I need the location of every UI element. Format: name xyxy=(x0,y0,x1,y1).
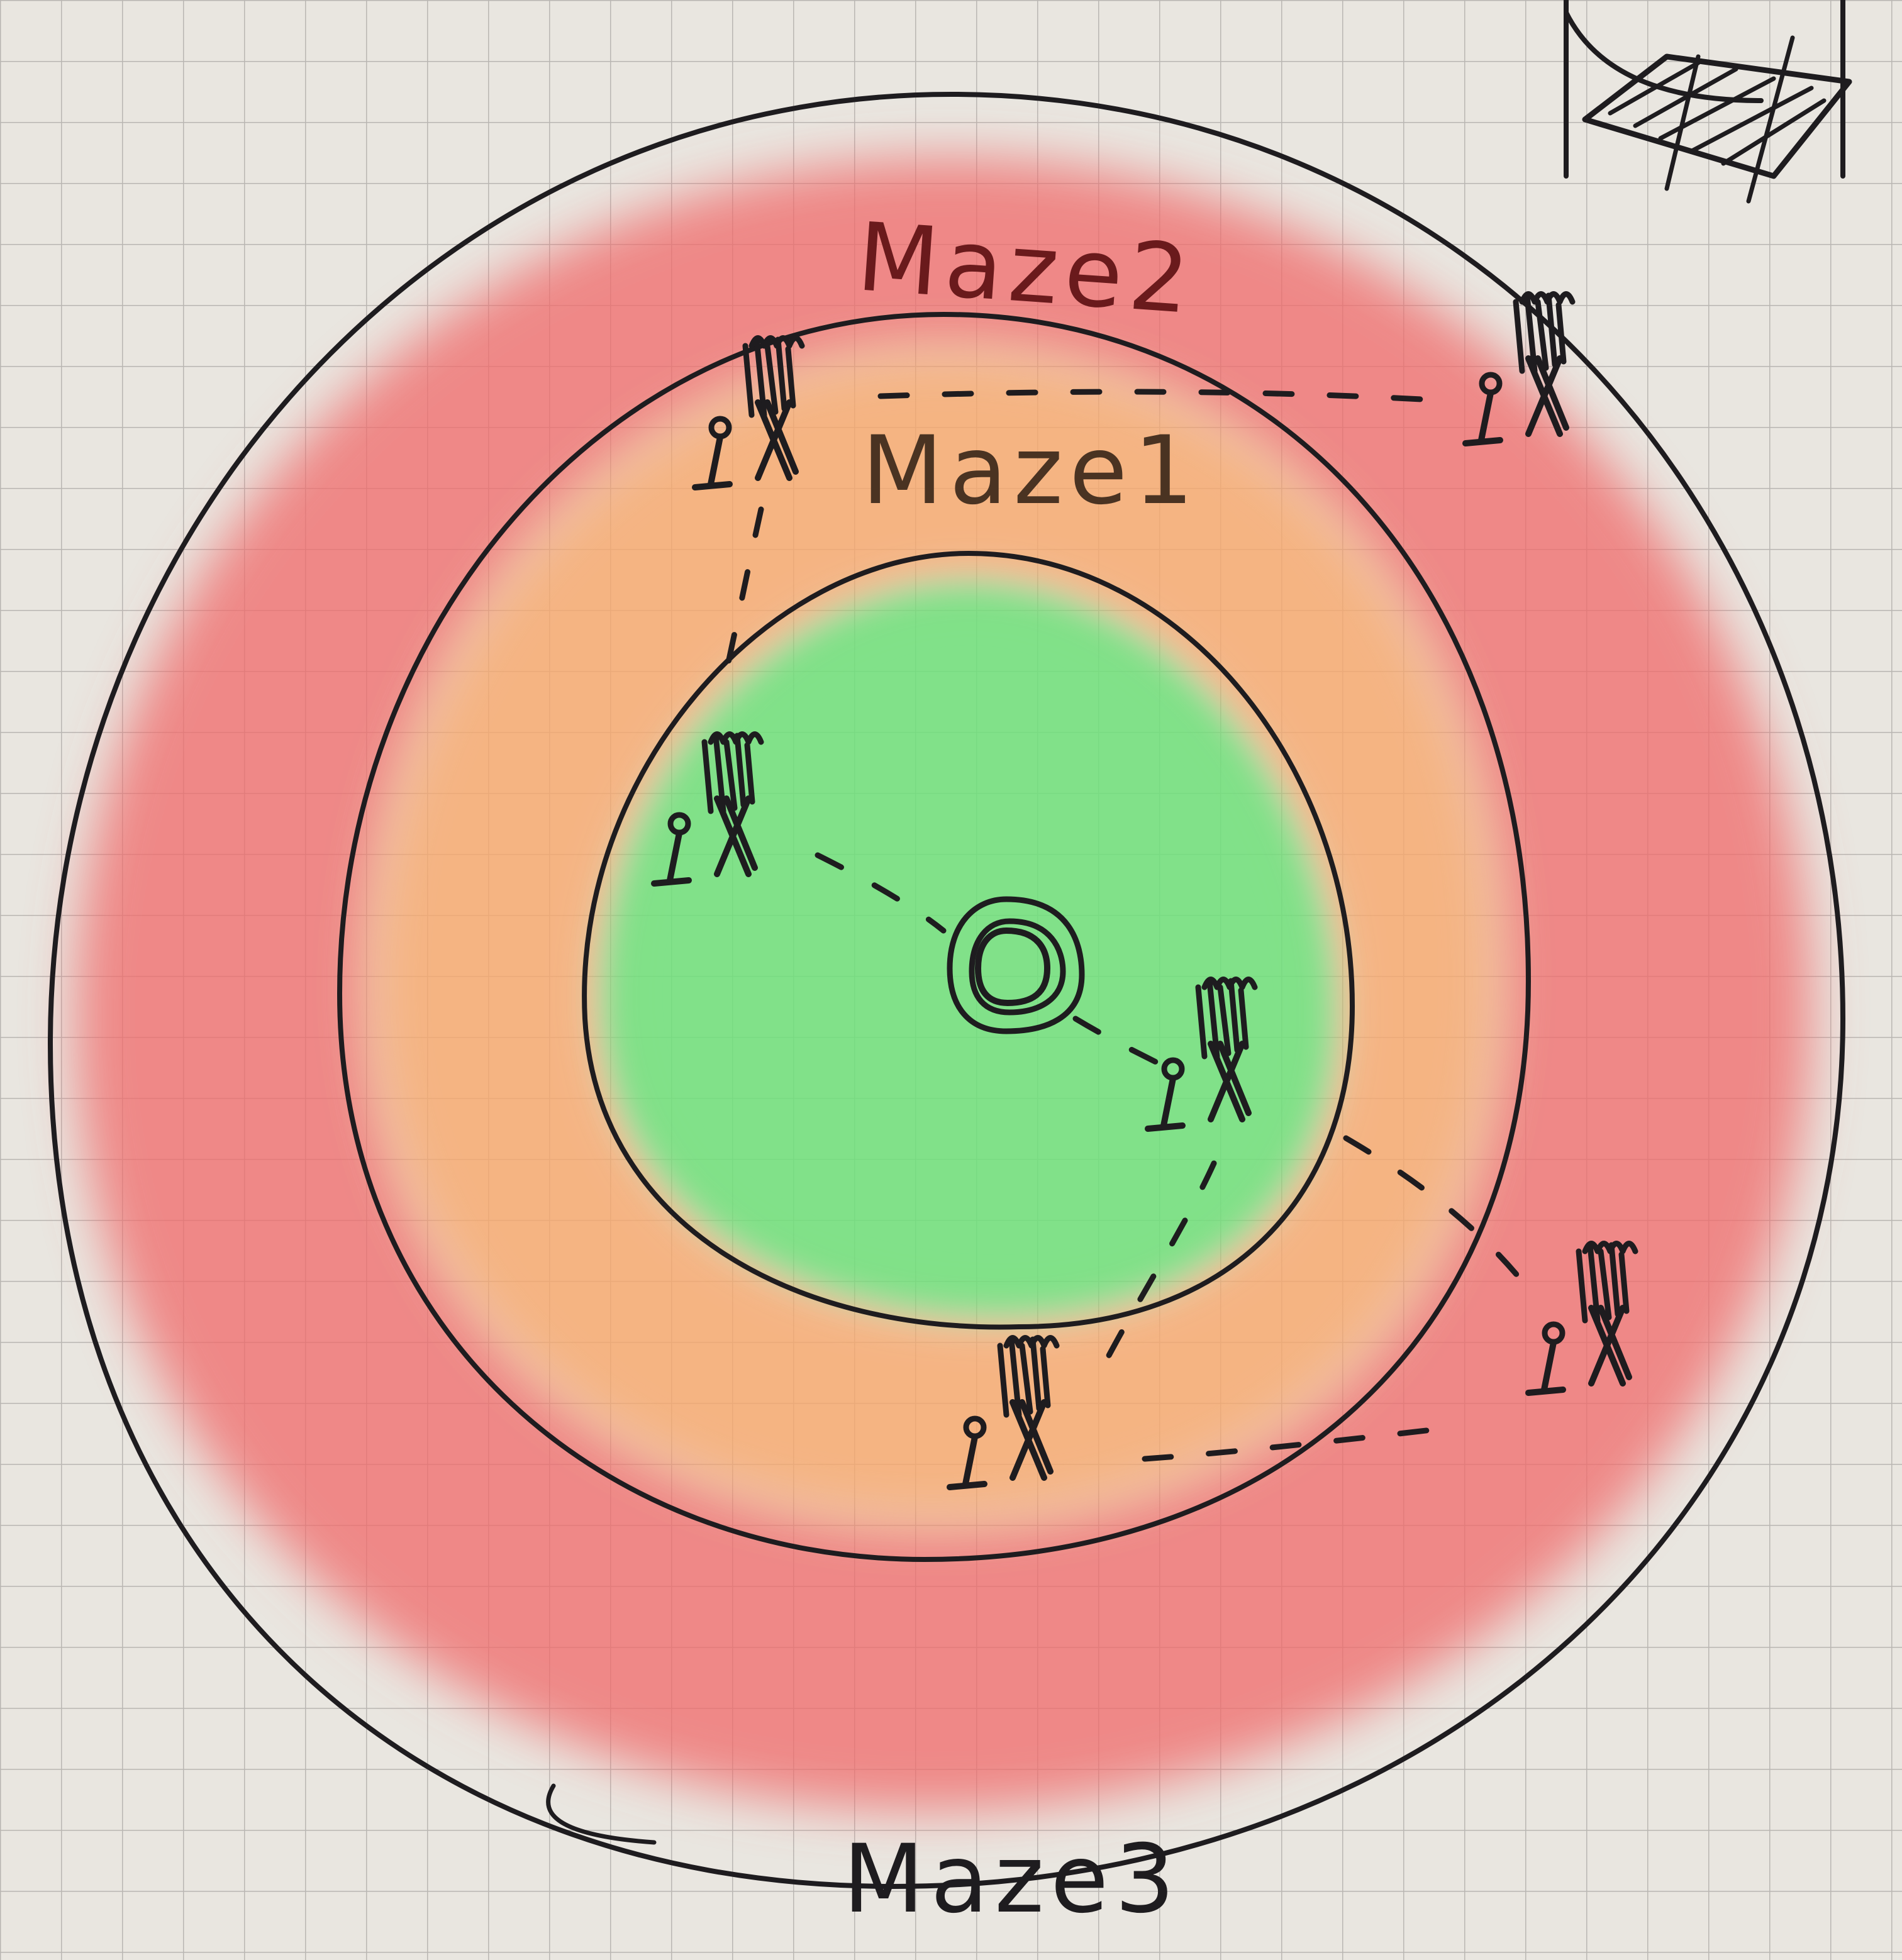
maze2-boundary xyxy=(337,312,1531,1562)
corner-sketch-icon xyxy=(1564,0,1852,204)
maze1-fill xyxy=(371,352,1497,1522)
maze2-fill xyxy=(75,157,1811,1811)
maze2-label: Maze2 xyxy=(854,202,1199,335)
maze3-boundary xyxy=(48,92,1845,1889)
maze1-boundary xyxy=(582,551,1355,1330)
maze3-pointer-line xyxy=(546,1783,657,1845)
maze1-label: Maze1 xyxy=(862,416,1200,526)
dashed-paths xyxy=(720,389,1532,1462)
center-portal-icon xyxy=(947,896,1085,1034)
maze3-label: Maze3 xyxy=(843,1825,1181,1934)
center-fill xyxy=(603,585,1333,1315)
